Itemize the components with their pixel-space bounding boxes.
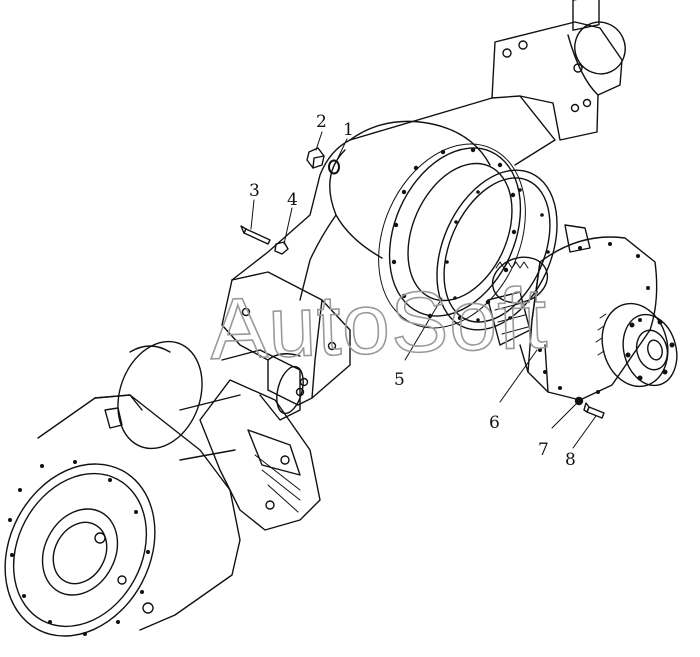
leader-lines	[250, 131, 597, 449]
callout-6: 6	[489, 413, 500, 433]
callout-2: 2	[316, 112, 327, 132]
callout-8: 8	[565, 450, 576, 470]
differential-carrier-part-6	[487, 224, 678, 401]
callout-1: 1	[343, 120, 354, 140]
callout-7: 7	[538, 440, 549, 460]
callout-4: 4	[287, 190, 298, 210]
breather-part-2	[306, 147, 325, 169]
pin-part-3	[240, 225, 271, 245]
bolt-part-8	[583, 402, 605, 419]
o-ring-part-1	[328, 159, 340, 175]
wheel-hub-assembly	[4, 340, 321, 637]
callout-3: 3	[249, 181, 260, 201]
callout-5: 5	[394, 370, 405, 390]
nut-part-4	[274, 241, 289, 255]
housing-flange	[378, 143, 526, 329]
